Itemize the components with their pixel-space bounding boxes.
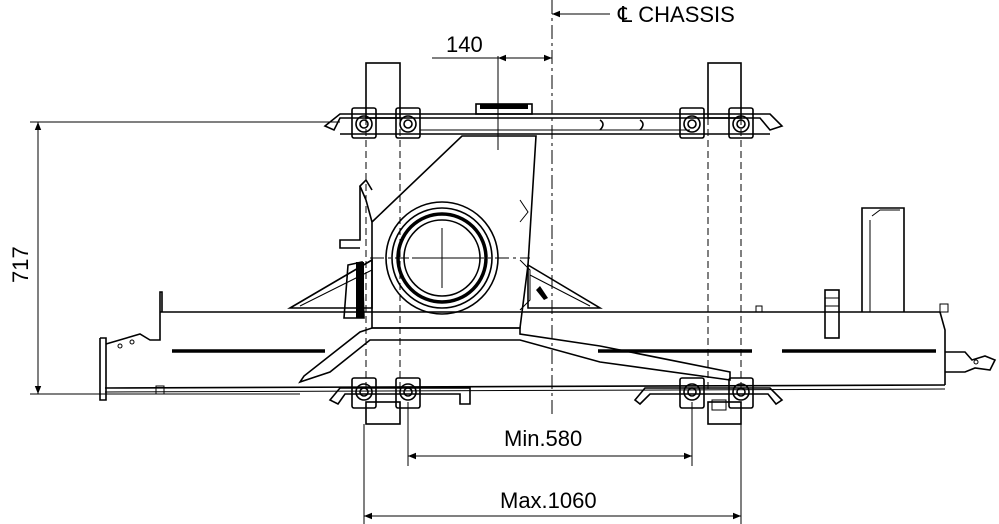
top-clamp-right <box>679 107 754 139</box>
deflector-plate <box>298 327 731 384</box>
height-dimension: 717 <box>8 121 340 395</box>
top-cross-beam <box>323 103 784 139</box>
max-width-dimension: Max.1060 <box>363 424 742 524</box>
vertical-members <box>365 62 742 425</box>
min-width-dimension: Min.580 <box>407 402 693 466</box>
centerline-label: ℄ CHASSIS <box>617 2 735 27</box>
centerline-callout: ℄ CHASSIS <box>552 2 735 27</box>
offset-dimension: 140 <box>432 32 552 62</box>
hitch-housing <box>287 135 603 329</box>
bottom-clamp-left <box>351 377 421 409</box>
top-clamp-left <box>351 107 421 139</box>
bottom-cross-beam <box>328 377 784 411</box>
offset-label: 140 <box>446 32 483 57</box>
height-label: 717 <box>8 246 33 283</box>
chassis-frame <box>99 207 997 401</box>
min-width-label: Min.580 <box>504 426 582 451</box>
chassis-centerline <box>497 0 553 414</box>
max-width-label: Max.1060 <box>500 488 597 513</box>
